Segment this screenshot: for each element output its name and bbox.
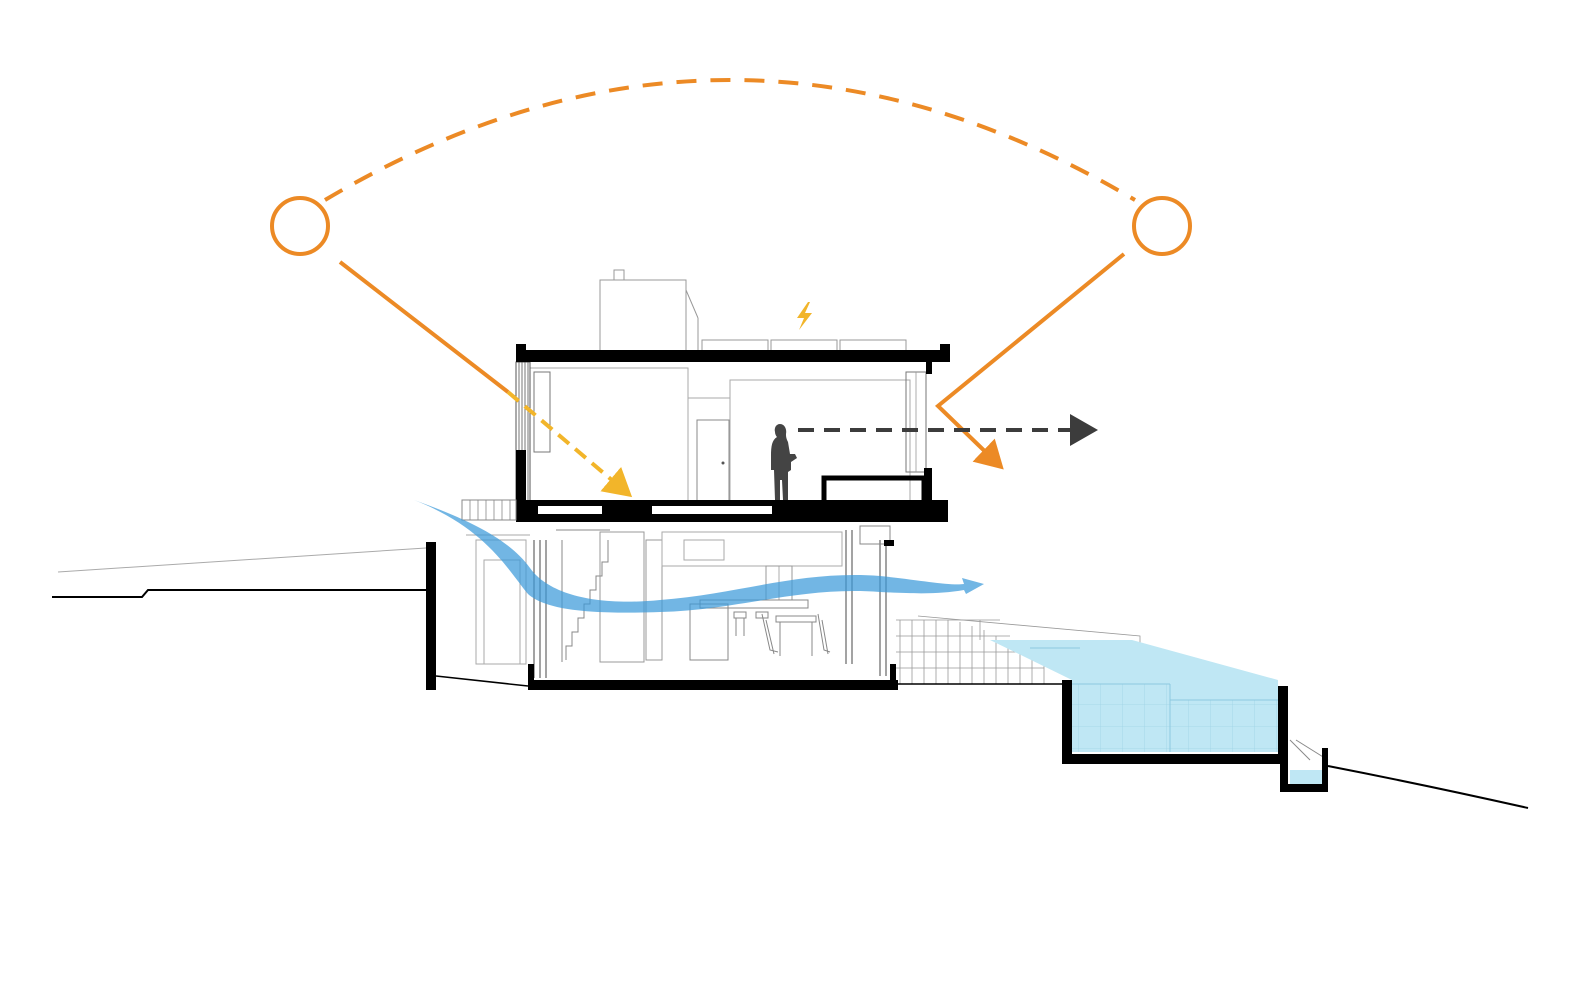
kitchen-cabinet bbox=[599, 531, 645, 663]
kitchen-island bbox=[689, 603, 729, 661]
sun-ray-incoming bbox=[338, 260, 510, 394]
pool-wall-right bbox=[1278, 686, 1288, 764]
sun-ray-transmitted bbox=[506, 390, 633, 498]
deck-and-pool bbox=[896, 615, 1328, 792]
overflow-channel-wall bbox=[1280, 762, 1288, 790]
sun-path bbox=[270, 78, 1192, 256]
sun-circle-icon bbox=[270, 196, 330, 256]
upper-wall-right bbox=[924, 468, 932, 500]
chimney bbox=[613, 269, 625, 281]
pool-floor-tiles bbox=[1072, 684, 1170, 752]
flow-arrows bbox=[338, 252, 1126, 613]
lightning-bolt-icon bbox=[797, 302, 812, 330]
upper-floor bbox=[515, 344, 950, 522]
sun-ray-deflected bbox=[934, 252, 1126, 470]
wind-flow-ribbon bbox=[414, 500, 984, 613]
dining-table bbox=[761, 613, 831, 656]
upper-wall-left bbox=[516, 450, 526, 520]
bar-stools bbox=[733, 611, 769, 636]
interior-door bbox=[696, 419, 730, 505]
ground-line-left-faint bbox=[57, 547, 427, 573]
sun-circle-icon bbox=[1132, 196, 1192, 256]
terrain bbox=[52, 547, 1529, 809]
rooftop-volume bbox=[599, 279, 687, 353]
entry-canopy bbox=[461, 499, 517, 521]
ground-line-left bbox=[52, 589, 426, 598]
rooftop bbox=[599, 269, 907, 353]
roof-slab bbox=[516, 350, 950, 362]
sun-trajectory-dashed-arc bbox=[323, 78, 1137, 202]
person-silhouette-icon bbox=[771, 424, 797, 500]
pool-floor bbox=[1062, 754, 1286, 764]
balcony-parapet bbox=[821, 475, 927, 507]
ground-line-right bbox=[1327, 765, 1529, 809]
lower-floor bbox=[426, 499, 898, 690]
ground-floor-slab bbox=[528, 680, 898, 690]
pool-wall-left bbox=[1062, 680, 1072, 764]
retaining-wall bbox=[426, 542, 436, 690]
